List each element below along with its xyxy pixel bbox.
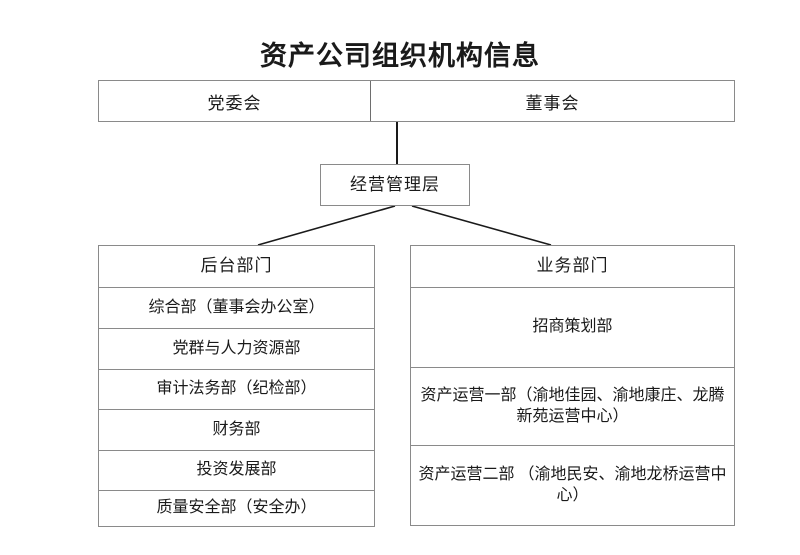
back-office-department-table: 后台部门 综合部（董事会办公室） 党群与人力资源部 审计法务部（纪检部） 财务部… xyxy=(98,245,375,527)
connector-management-to-business xyxy=(411,205,552,246)
back-office-item-0[interactable]: 综合部（董事会办公室） xyxy=(99,288,374,329)
back-office-item-2[interactable]: 审计法务部（纪检部） xyxy=(99,370,374,410)
node-management-layer[interactable]: 经营管理层 xyxy=(320,164,470,206)
back-office-header: 后台部门 xyxy=(99,246,374,288)
business-department-table: 业务部门 招商策划部 资产运营一部（渝地佳园、渝地康庄、龙腾新苑运营中心） 资产… xyxy=(410,245,735,526)
connector-management-to-back-office xyxy=(257,205,396,246)
top-level-row: 党委会 董事会 xyxy=(98,80,735,122)
business-item-2[interactable]: 资产运营二部 （渝地民安、渝地龙桥运营中心） xyxy=(418,465,727,504)
business-item-0[interactable]: 招商策划部 xyxy=(411,288,734,368)
business-item-1[interactable]: 资产运营一部（渝地佳园、渝地康庄、龙腾新苑运营中心） xyxy=(411,368,734,446)
back-office-item-4[interactable]: 投资发展部 xyxy=(99,451,374,491)
back-office-item-1[interactable]: 党群与人力资源部 xyxy=(99,329,374,370)
page-title: 资产公司组织机构信息 xyxy=(260,41,540,71)
back-office-item-3[interactable]: 财务部 xyxy=(99,410,374,451)
node-board-of-directors[interactable]: 董事会 xyxy=(525,93,580,113)
back-office-item-5[interactable]: 质量安全部（安全办） xyxy=(156,499,317,517)
business-header: 业务部门 xyxy=(411,246,734,288)
node-party-committee[interactable]: 党委会 xyxy=(99,81,371,121)
connector-board-to-management xyxy=(396,121,398,165)
